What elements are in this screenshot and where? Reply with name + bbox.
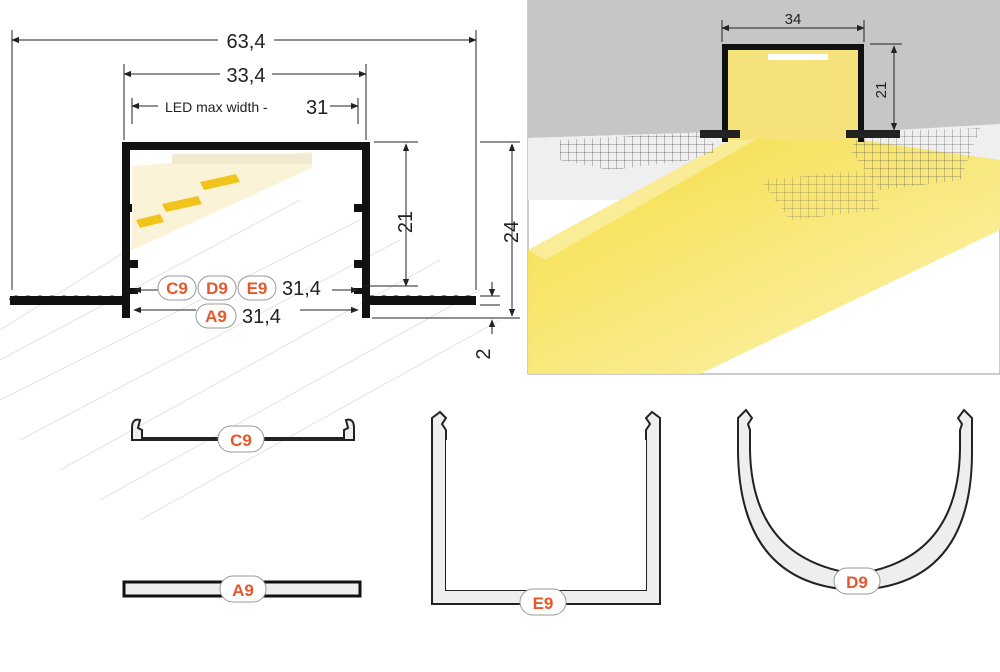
cover-c9-label: C9 bbox=[230, 431, 252, 450]
code-c9: C9 bbox=[166, 279, 188, 298]
dim-height-inner: 21 bbox=[395, 211, 417, 233]
dim-height-total: 24 bbox=[501, 221, 523, 243]
cover-codes-row: C9 D9 E9 31,4 A9 31,4 bbox=[157, 275, 321, 329]
photo-width: 34 bbox=[785, 11, 802, 28]
cover-d9-label: D9 bbox=[846, 573, 868, 592]
cover-c9: C9 bbox=[131, 418, 355, 453]
profile-flange-left bbox=[8, 295, 124, 305]
cover-e9-label: E9 bbox=[533, 594, 554, 613]
code-e9: E9 bbox=[247, 279, 268, 298]
dim-total-width: 63,4 bbox=[227, 31, 266, 53]
led-max-width-label: LED max width - bbox=[165, 99, 268, 115]
dim-cover-width-a9: 31,4 bbox=[242, 306, 281, 328]
dim-flange: 2 bbox=[473, 348, 495, 359]
led-max-width-value: 31 bbox=[306, 97, 328, 119]
code-d9: D9 bbox=[206, 279, 228, 298]
cover-d9: D9 bbox=[737, 408, 973, 595]
code-a9: A9 bbox=[205, 307, 227, 326]
dim-cover-width: 31,4 bbox=[282, 278, 321, 300]
led-strip bbox=[132, 152, 312, 250]
installation-photo: 34 21 bbox=[527, 0, 1000, 375]
dimension-lines bbox=[11, 30, 520, 334]
dimension-labels: 63,4 33,4 LED max width - 31 21 24 2 bbox=[165, 28, 523, 360]
cover-e9: E9 bbox=[431, 410, 661, 616]
cover-a9-label: A9 bbox=[232, 581, 254, 600]
dim-inner-width: 33,4 bbox=[227, 65, 266, 87]
photo-height: 21 bbox=[873, 82, 890, 99]
cover-a9: A9 bbox=[122, 575, 362, 603]
background-streaks bbox=[0, 179, 501, 521]
profile-flange-right bbox=[362, 295, 476, 305]
